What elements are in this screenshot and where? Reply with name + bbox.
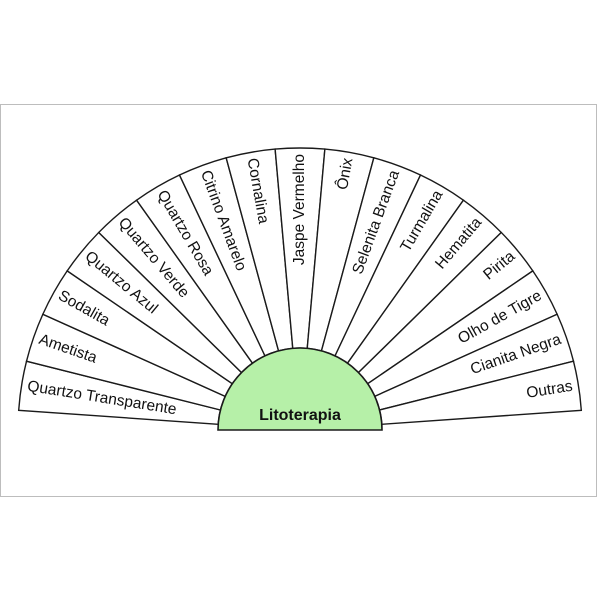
segment-label: Jaspe Vermelho [291,154,308,265]
segment-label: Ônix [334,156,356,191]
segments-layer: Quartzo TransparenteAmetistaSodalitaQuar… [17,147,583,426]
center-label: Litoterapia [259,407,341,424]
center-semicircle [217,347,383,431]
